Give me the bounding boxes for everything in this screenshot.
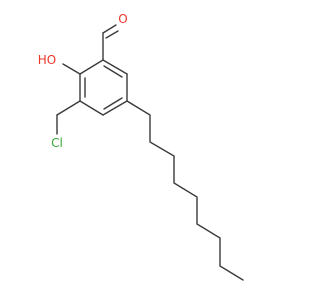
chloromethyl-group: Cl bbox=[51, 100, 81, 150]
alkyl-chain bbox=[126, 100, 244, 281]
aldehyde-group: O bbox=[102, 12, 128, 61]
chloromethyl-bond-1 bbox=[56, 100, 81, 116]
ring-double-bond-a bbox=[103, 65, 123, 78]
ring-double-bond-b bbox=[103, 97, 123, 110]
ring-bond-3 bbox=[102, 100, 128, 116]
aldehyde-oxygen-label: O bbox=[118, 12, 127, 26]
hydroxyl-group: HO bbox=[38, 53, 81, 75]
ring-bond-6 bbox=[79, 59, 104, 75]
aldehyde-co-double bbox=[105, 30, 119, 39]
molecule-structure: O HO Cl bbox=[38, 12, 244, 281]
ring-bond-1 bbox=[102, 59, 128, 75]
chlorine-label: Cl bbox=[51, 136, 63, 150]
benzene-ring bbox=[79, 59, 128, 116]
nonyl-chain bbox=[126, 100, 244, 281]
aldehyde-co-bond bbox=[102, 24, 117, 34]
hydroxyl-bond bbox=[62, 63, 81, 75]
ring-bond-4 bbox=[79, 100, 104, 116]
hydroxyl-label: HO bbox=[38, 53, 56, 67]
